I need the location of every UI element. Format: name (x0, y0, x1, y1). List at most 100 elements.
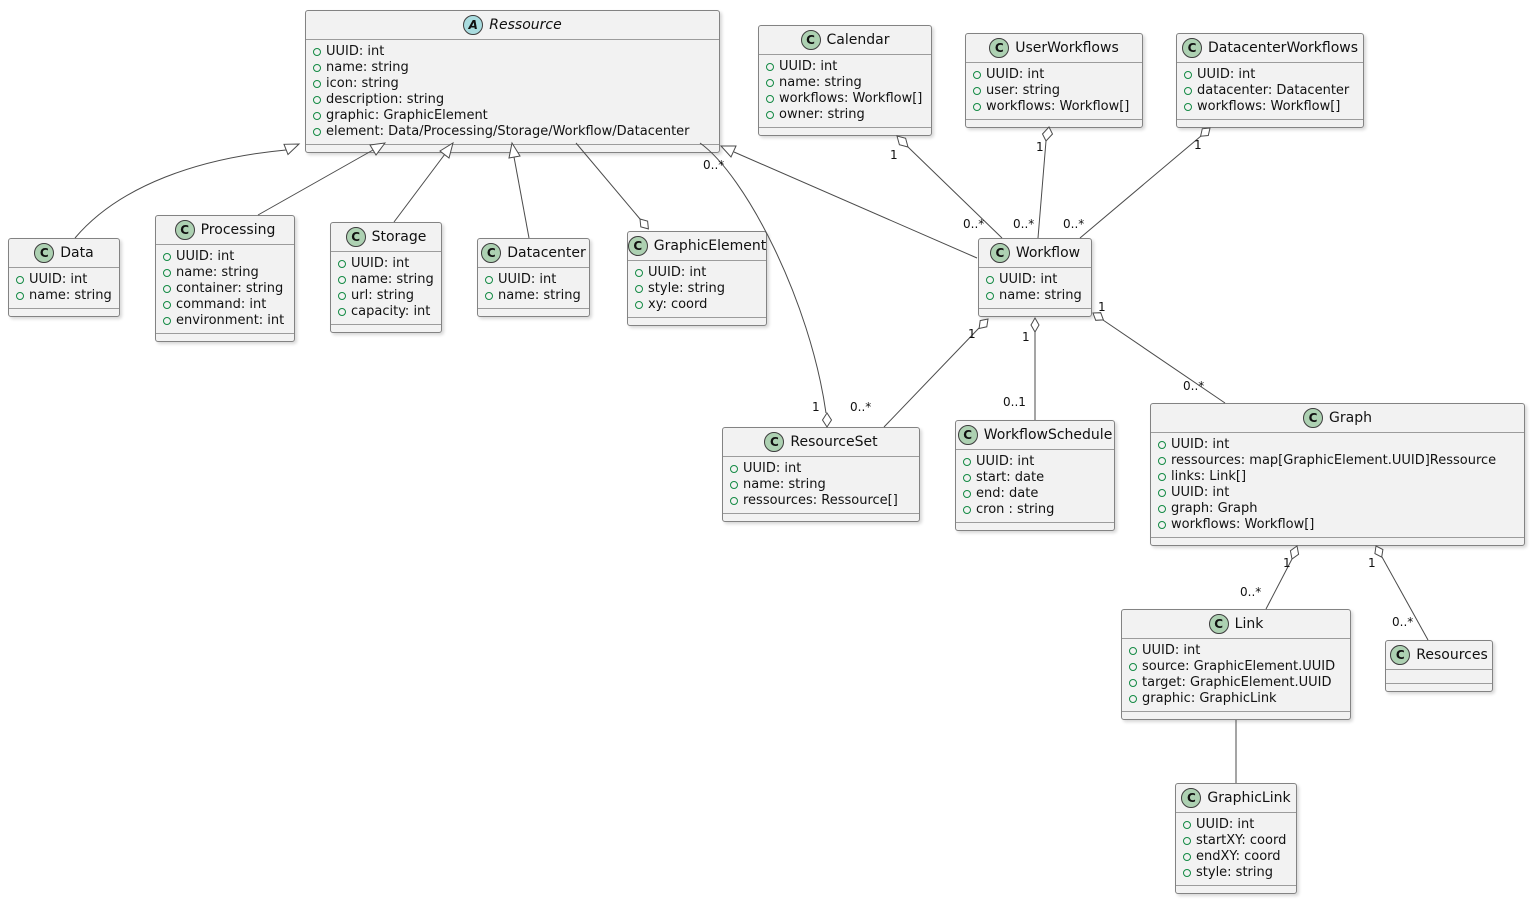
attribute-text: capacity: int (351, 304, 431, 319)
edge-workflow-workflowschedule-aggregation (1030, 316, 1040, 420)
attribute: UUID: int (1129, 643, 1343, 659)
attribute: startXY: coord (1183, 833, 1289, 849)
attribute-text: workflows: Workflow[] (1171, 517, 1315, 532)
field-visibility-icon (1158, 521, 1166, 529)
field-visibility-icon (313, 128, 321, 136)
attribute: workflows: Workflow[] (973, 99, 1135, 115)
class-title: Data (60, 245, 94, 261)
multiplicity-label: 1 (1368, 556, 1376, 570)
multiplicity-label: 1 (1283, 556, 1291, 570)
class-title: GraphicElement (653, 238, 767, 254)
field-visibility-icon (973, 87, 981, 95)
attribute: name: string (485, 288, 582, 304)
attributes-compartment: UUID: int user: string workflows: Workfl… (966, 62, 1142, 119)
field-visibility-icon (313, 96, 321, 104)
multiplicity-label: 0..* (1013, 217, 1035, 231)
attribute-text: ressources: Ressource[] (743, 493, 898, 508)
class-title: GraphicLink (1207, 790, 1291, 806)
attribute: UUID: int (163, 249, 287, 265)
class-title: UserWorkflows (1015, 40, 1119, 56)
edge-ressource-graphicelement-aggregation (575, 142, 649, 230)
field-visibility-icon (963, 458, 971, 466)
class-title: DatacenterWorkflows (1207, 40, 1359, 56)
attribute: icon: string (313, 76, 712, 92)
multiplicity-label: 0..* (1063, 217, 1085, 231)
field-visibility-icon (338, 308, 346, 316)
methods-compartment (759, 127, 931, 135)
class-box-workflow: C Workflow UUID: int name: string (978, 238, 1092, 317)
class-header: C UserWorkflows (966, 34, 1142, 62)
attribute-text: name: string (176, 265, 259, 280)
class-header: C ResourceSet (723, 428, 919, 456)
field-visibility-icon (1184, 71, 1192, 79)
field-visibility-icon (1158, 489, 1166, 497)
attribute-text: graphic: GraphicElement (326, 108, 488, 123)
field-visibility-icon (338, 260, 346, 268)
attribute: command: int (163, 297, 287, 313)
attribute: workflows: Workflow[] (766, 91, 924, 107)
attribute: capacity: int (338, 304, 434, 320)
field-visibility-icon (766, 63, 774, 71)
field-visibility-icon (635, 285, 643, 293)
attribute: ressources: map[GraphicElement.UUID]Ress… (1158, 453, 1517, 469)
edge-workflow-graph-aggregation (1092, 312, 1226, 404)
class-icon: C (1181, 38, 1202, 58)
multiplicity-label: 0..* (1240, 585, 1262, 599)
class-header: C Link (1122, 610, 1350, 638)
attribute: container: string (163, 281, 287, 297)
attribute-text: name: string (743, 477, 826, 492)
attributes-compartment: UUID: int name: string url: string capac… (331, 251, 441, 324)
attribute: target: GraphicElement.UUID (1129, 675, 1343, 691)
multiplicity-label: 1 (1098, 300, 1106, 314)
attribute-text: UUID: int (326, 44, 385, 59)
attribute: UUID: int (1183, 817, 1289, 833)
attributes-compartment: UUID: int start: date end: date cron : s… (956, 449, 1114, 522)
class-box-resourceset: C ResourceSet UUID: int name: string res… (722, 427, 920, 522)
attribute-text: start: date (976, 470, 1045, 485)
attribute-text: UUID: int (999, 272, 1058, 287)
attribute-text: environment: int (176, 313, 285, 328)
field-visibility-icon (986, 292, 994, 300)
field-visibility-icon (313, 80, 321, 88)
multiplicity-label: 1 (1194, 138, 1202, 152)
attribute: UUID: int (986, 272, 1084, 288)
class-header: C Datacenter (478, 239, 589, 267)
attribute: element: Data/Processing/Storage/Workflo… (313, 124, 712, 140)
class-icon: C (764, 432, 785, 452)
class-icon: C (174, 220, 195, 240)
attribute: UUID: int (973, 67, 1135, 83)
field-visibility-icon (766, 111, 774, 119)
class-icon: C (989, 38, 1010, 58)
attributes-compartment: UUID: int ressources: map[GraphicElement… (1151, 432, 1524, 537)
class-box-graphicelement: C GraphicElement UUID: int style: string… (627, 231, 767, 326)
field-visibility-icon (1129, 663, 1137, 671)
methods-compartment (1176, 885, 1296, 893)
attribute-text: description: string (326, 92, 445, 107)
field-visibility-icon (485, 276, 493, 284)
attribute: name: string (313, 60, 712, 76)
attribute-text: endXY: coord (1196, 849, 1281, 864)
attributes-compartment: UUID: int startXY: coord endXY: coord st… (1176, 812, 1296, 885)
attribute-text: name: string (351, 272, 434, 287)
attributes-compartment: UUID: int datacenter: Datacenter workflo… (1177, 62, 1363, 119)
class-box-graph: C Graph UUID: int ressources: map[Graphi… (1150, 403, 1525, 546)
field-visibility-icon (313, 64, 321, 72)
field-visibility-icon (766, 79, 774, 87)
class-box-data: C Data UUID: int name: string (8, 238, 120, 317)
attribute: UUID: int (730, 461, 912, 477)
attribute-text: container: string (176, 281, 284, 296)
methods-compartment (331, 324, 441, 332)
attributes-compartment: UUID: int name: string workflows: Workfl… (759, 54, 931, 127)
field-visibility-icon (1183, 821, 1191, 829)
attributes-compartment (1386, 669, 1492, 683)
attributes-compartment: UUID: int name: string ressources: Resso… (723, 456, 919, 513)
field-visibility-icon (163, 269, 171, 277)
class-icon: C (1208, 614, 1229, 634)
attribute-text: UUID: int (1196, 817, 1255, 832)
attribute-text: workflows: Workflow[] (986, 99, 1130, 114)
attribute: graphic: GraphicLink (1129, 691, 1343, 707)
field-visibility-icon (1158, 457, 1166, 465)
attribute: name: string (338, 272, 434, 288)
attribute: cron : string (963, 502, 1107, 518)
